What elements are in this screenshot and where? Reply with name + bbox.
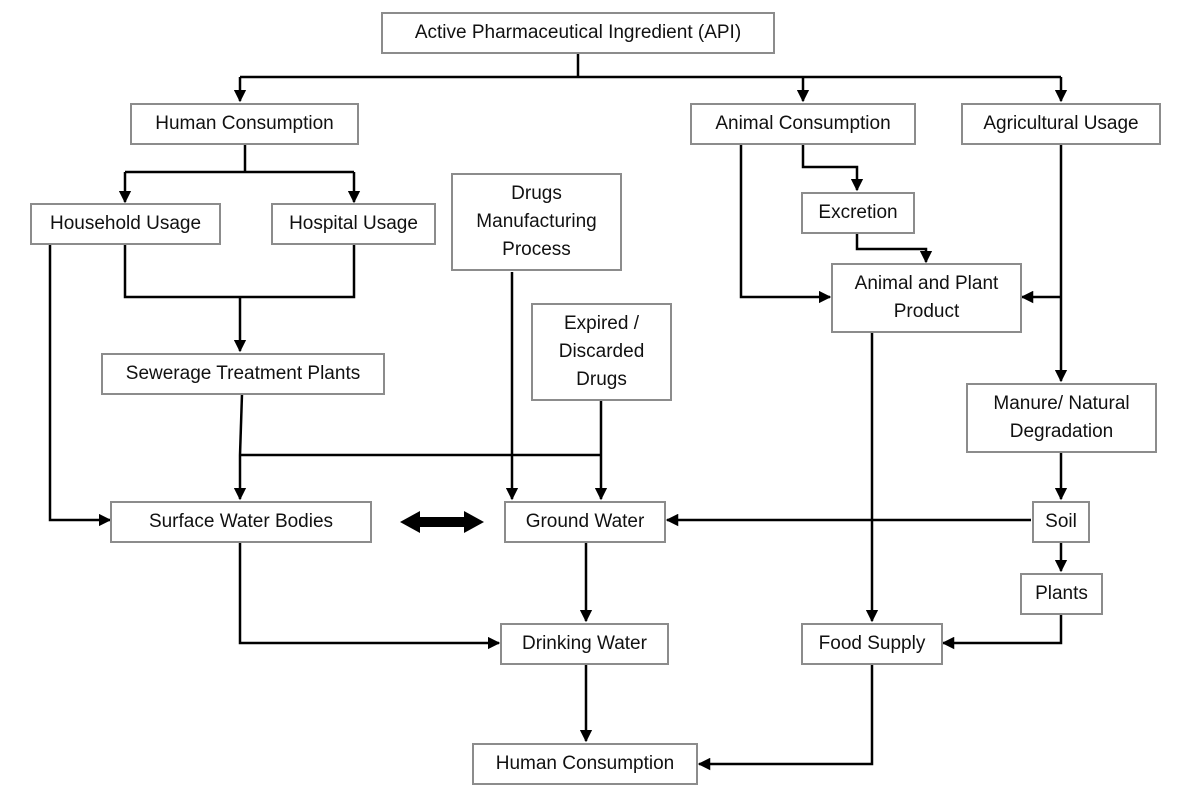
node-human-consumption-bottom: Human Consumption bbox=[472, 743, 698, 785]
connector-surface-to-drinking bbox=[238, 543, 501, 650]
connector-household-to-surface bbox=[48, 243, 112, 527]
node-human-consumption: Human Consumption bbox=[130, 103, 359, 145]
connector-usage-to-sewerage bbox=[123, 243, 356, 353]
node-excretion: Excretion bbox=[801, 192, 915, 234]
node-manure: Manure/ Natural Degradation bbox=[966, 383, 1157, 453]
connector-plants-to-food bbox=[941, 614, 1063, 650]
node-drugs-manufacturing: Drugs Manufacturing Process bbox=[451, 173, 622, 271]
bidirectional-arrow bbox=[400, 511, 484, 533]
connector-api-to-consumers bbox=[233, 52, 1068, 103]
node-ground-water: Ground Water bbox=[504, 501, 666, 543]
node-animal-plant-product: Animal and Plant Product bbox=[831, 263, 1022, 333]
node-sewerage: Sewerage Treatment Plants bbox=[101, 353, 385, 395]
connector-food-to-human bbox=[697, 665, 874, 771]
node-soil: Soil bbox=[1032, 501, 1090, 543]
connector-human-to-usage bbox=[118, 143, 361, 204]
node-api: Active Pharmaceutical Ingredient (API) bbox=[381, 12, 775, 54]
node-plants: Plants bbox=[1020, 573, 1103, 615]
node-animal-consumption: Animal Consumption bbox=[690, 103, 916, 145]
connector-animal-branches bbox=[739, 143, 933, 304]
connector-agri-branches bbox=[1020, 143, 1068, 383]
node-food-supply: Food Supply bbox=[801, 623, 943, 665]
node-surface-water: Surface Water Bodies bbox=[110, 501, 372, 543]
connector-sewerage-expired-to-water bbox=[233, 393, 608, 501]
node-expired-drugs: Expired / Discarded Drugs bbox=[531, 303, 672, 401]
node-hospital-usage: Hospital Usage bbox=[271, 203, 436, 245]
node-drinking-water: Drinking Water bbox=[500, 623, 669, 665]
node-household-usage: Household Usage bbox=[30, 203, 221, 245]
node-agricultural-usage: Agricultural Usage bbox=[961, 103, 1161, 145]
